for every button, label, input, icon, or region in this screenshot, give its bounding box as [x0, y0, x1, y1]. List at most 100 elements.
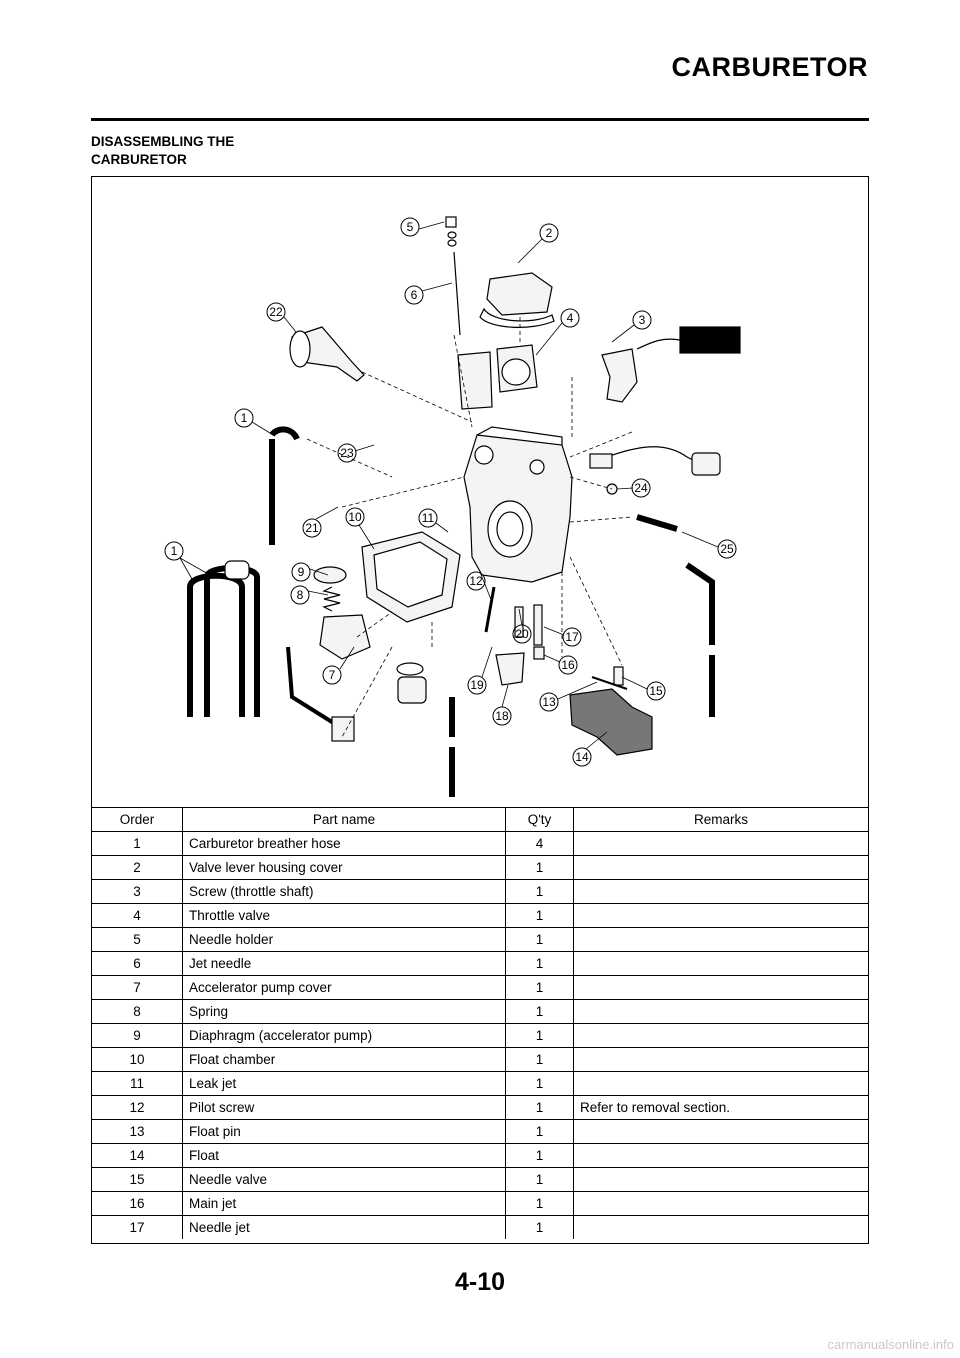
- qty-cell: 1: [505, 951, 574, 976]
- callout-markers: [164, 217, 737, 767]
- callout-label: 13: [542, 695, 556, 709]
- carburetor-boss: [474, 445, 494, 465]
- qty-cell: 1: [505, 855, 574, 880]
- remarks-cell: [573, 951, 868, 976]
- callout-label: 21: [305, 521, 319, 535]
- order-cell: 4: [92, 903, 183, 928]
- qty-cell: 1: [505, 1047, 574, 1072]
- callout-circle: [345, 507, 365, 527]
- callout-label: 1: [241, 411, 248, 425]
- breather-hose-group: [187, 577, 260, 717]
- order-cell: 10: [92, 1047, 183, 1072]
- remarks-cell: [573, 975, 868, 1000]
- order-cell: 16: [92, 1191, 183, 1216]
- part-name-cell: Valve lever housing cover: [182, 855, 506, 880]
- callout-circle: [234, 408, 254, 428]
- qty-cell: 1: [505, 1119, 574, 1144]
- remarks-cell: [573, 1143, 868, 1168]
- breather-hose-right: [685, 562, 715, 645]
- breather-hose-top: [269, 426, 300, 441]
- assembly-guide-lines: [306, 317, 633, 738]
- callout-circle: [717, 539, 737, 559]
- remarks-cell: [573, 1215, 868, 1239]
- callout-label: 23: [340, 446, 354, 460]
- order-cell: 15: [92, 1167, 183, 1192]
- qty-cell: 1: [505, 975, 574, 1000]
- callout-circle: [418, 508, 438, 528]
- drain-plug: [397, 676, 427, 704]
- callout-label: 7: [329, 668, 336, 682]
- callout-label: 16: [561, 658, 575, 672]
- callout-circle: [164, 541, 184, 561]
- callout-circle: [539, 692, 559, 712]
- section-title-line-1: DISASSEMBLING THE: [91, 134, 235, 149]
- part-name-cell: Main jet: [182, 1191, 506, 1216]
- hot-start-plunger: [291, 326, 365, 382]
- qty-cell: 1: [505, 1023, 574, 1048]
- throttle-lever: [601, 348, 638, 403]
- accelerator-pump-cover: [319, 614, 371, 660]
- qty-cell: 4: [505, 831, 574, 856]
- order-cell: 1: [92, 831, 183, 856]
- callout-circle: [466, 571, 486, 591]
- qty-cell: 1: [505, 903, 574, 928]
- remarks-cell: [573, 1191, 868, 1216]
- remarks-cell: [573, 1071, 868, 1096]
- column-header-qty: Q'ty: [505, 807, 574, 832]
- order-cell: 3: [92, 879, 183, 904]
- carburetor-exploded-diagram: 1 1 2 3 4 5 6 7 8 9 10 11 12 13 14 15 16…: [164, 216, 741, 797]
- callout-label: 18: [495, 709, 509, 723]
- column-header-order: Order: [92, 807, 183, 832]
- order-cell: 14: [92, 1143, 183, 1168]
- callout-circle: [291, 562, 311, 582]
- callout-label: 19: [470, 678, 484, 692]
- header-divider: [91, 118, 869, 121]
- callout-label: 11: [422, 511, 435, 525]
- callout-label: 25: [720, 542, 734, 556]
- callout-label: 1: [171, 544, 178, 558]
- remarks-cell: [573, 1167, 868, 1192]
- needle-valve-part: [613, 666, 624, 686]
- callout-circle: [302, 518, 322, 538]
- part-name-cell: Needle valve: [182, 1167, 506, 1192]
- part-name-cell: Jet needle: [182, 951, 506, 976]
- pilot-screw-part: [484, 586, 496, 633]
- carburetor-boss-2: [529, 459, 545, 475]
- order-cell: 11: [92, 1071, 183, 1096]
- jet-needle-part: [453, 251, 461, 336]
- qty-cell: 1: [505, 1071, 574, 1096]
- callout-circle: [337, 443, 357, 463]
- part-name-cell: Float pin: [182, 1119, 506, 1144]
- callout-circle: [290, 585, 310, 605]
- callout-label: 4: [567, 311, 574, 325]
- remarks-cell: [573, 903, 868, 928]
- needle-jet-part: [533, 604, 543, 646]
- part-name-cell: Needle jet: [182, 1215, 506, 1239]
- section-title: DISASSEMBLING THE CARBURETOR: [91, 133, 234, 169]
- part-name-cell: Spring: [182, 999, 506, 1024]
- carburetor-bore-inner: [496, 511, 524, 547]
- column-header-remarks: Remarks: [573, 807, 868, 832]
- order-cell: 12: [92, 1095, 183, 1120]
- order-cell: 9: [92, 1023, 183, 1048]
- float-part: [569, 688, 653, 756]
- order-cell: 13: [92, 1119, 183, 1144]
- callout-label: 22: [269, 305, 283, 319]
- part-name-cell: Leak jet: [182, 1071, 506, 1096]
- cover-gasket: [479, 307, 555, 328]
- remarks-cell: [573, 831, 868, 856]
- watermark: carmanualsonline.info: [827, 1337, 954, 1352]
- qty-cell: 1: [505, 1191, 574, 1216]
- callout-label: 6: [411, 288, 418, 302]
- callout-label: 2: [546, 226, 553, 240]
- callout-label: 24: [634, 481, 648, 495]
